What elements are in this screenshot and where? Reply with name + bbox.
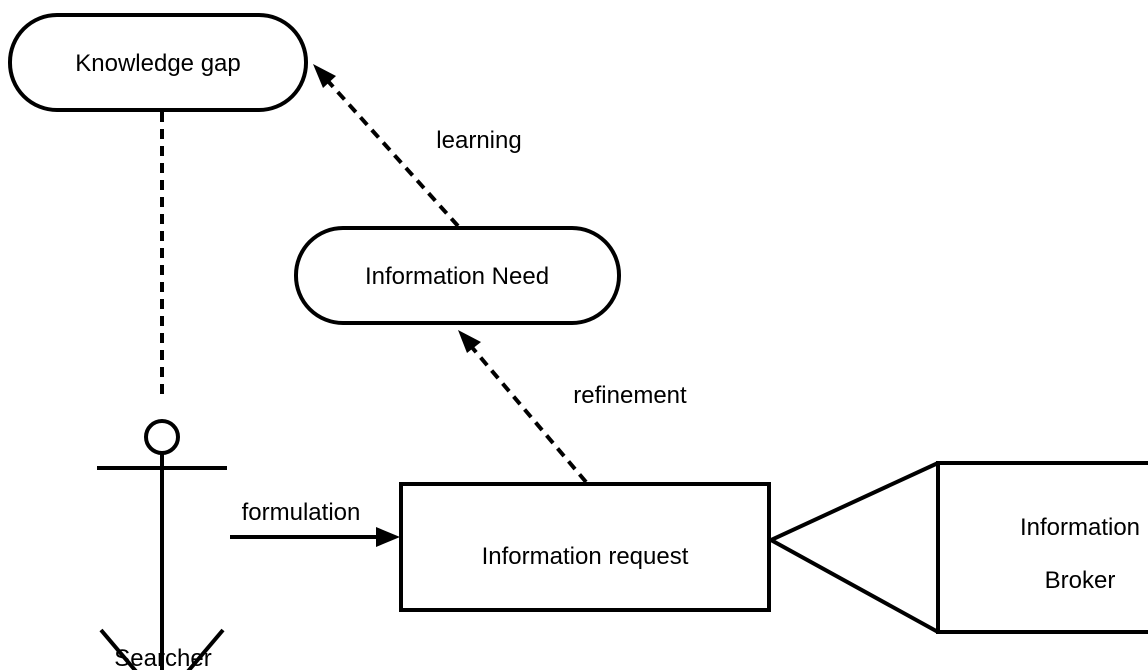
information-broker-label-line1: Information bbox=[1020, 514, 1140, 541]
refinement-label: refinement bbox=[573, 382, 687, 409]
knowledge-gap-label: Knowledge gap bbox=[75, 50, 240, 77]
knowledge-gap-shape bbox=[8, 13, 308, 112]
knowledge-gap-node: Knowledge gap bbox=[8, 13, 308, 112]
searcher-right-leg bbox=[186, 628, 225, 670]
searcher-label: Searcher bbox=[114, 645, 211, 670]
information-broker-label-line2: Broker bbox=[1045, 567, 1116, 594]
searcher-actor: Searcher bbox=[97, 419, 227, 670]
information-request-label: Information request bbox=[482, 543, 689, 570]
broker-link-wedge bbox=[766, 461, 939, 634]
searcher-head bbox=[144, 419, 180, 455]
information-broker-shape bbox=[936, 461, 1148, 634]
learning-label: learning bbox=[436, 127, 521, 154]
formulation-arrowhead bbox=[376, 527, 400, 547]
information-need-shape bbox=[294, 226, 621, 325]
information-broker-node: Information Broker bbox=[766, 461, 1148, 634]
learning-edge bbox=[313, 64, 460, 228]
information-need-label: Information Need bbox=[365, 263, 549, 290]
refinement-arrowhead bbox=[458, 330, 481, 353]
refinement-edge-line bbox=[468, 343, 588, 484]
formulation-label: formulation bbox=[242, 499, 361, 526]
information-request-node: Information request bbox=[399, 482, 771, 612]
refinement-edge bbox=[458, 330, 588, 484]
formulation-edge bbox=[230, 527, 400, 547]
searcher-left-leg bbox=[99, 628, 138, 670]
information-request-shape bbox=[399, 482, 771, 612]
learning-arrowhead bbox=[313, 64, 336, 88]
information-need-node: Information Need bbox=[294, 226, 621, 325]
